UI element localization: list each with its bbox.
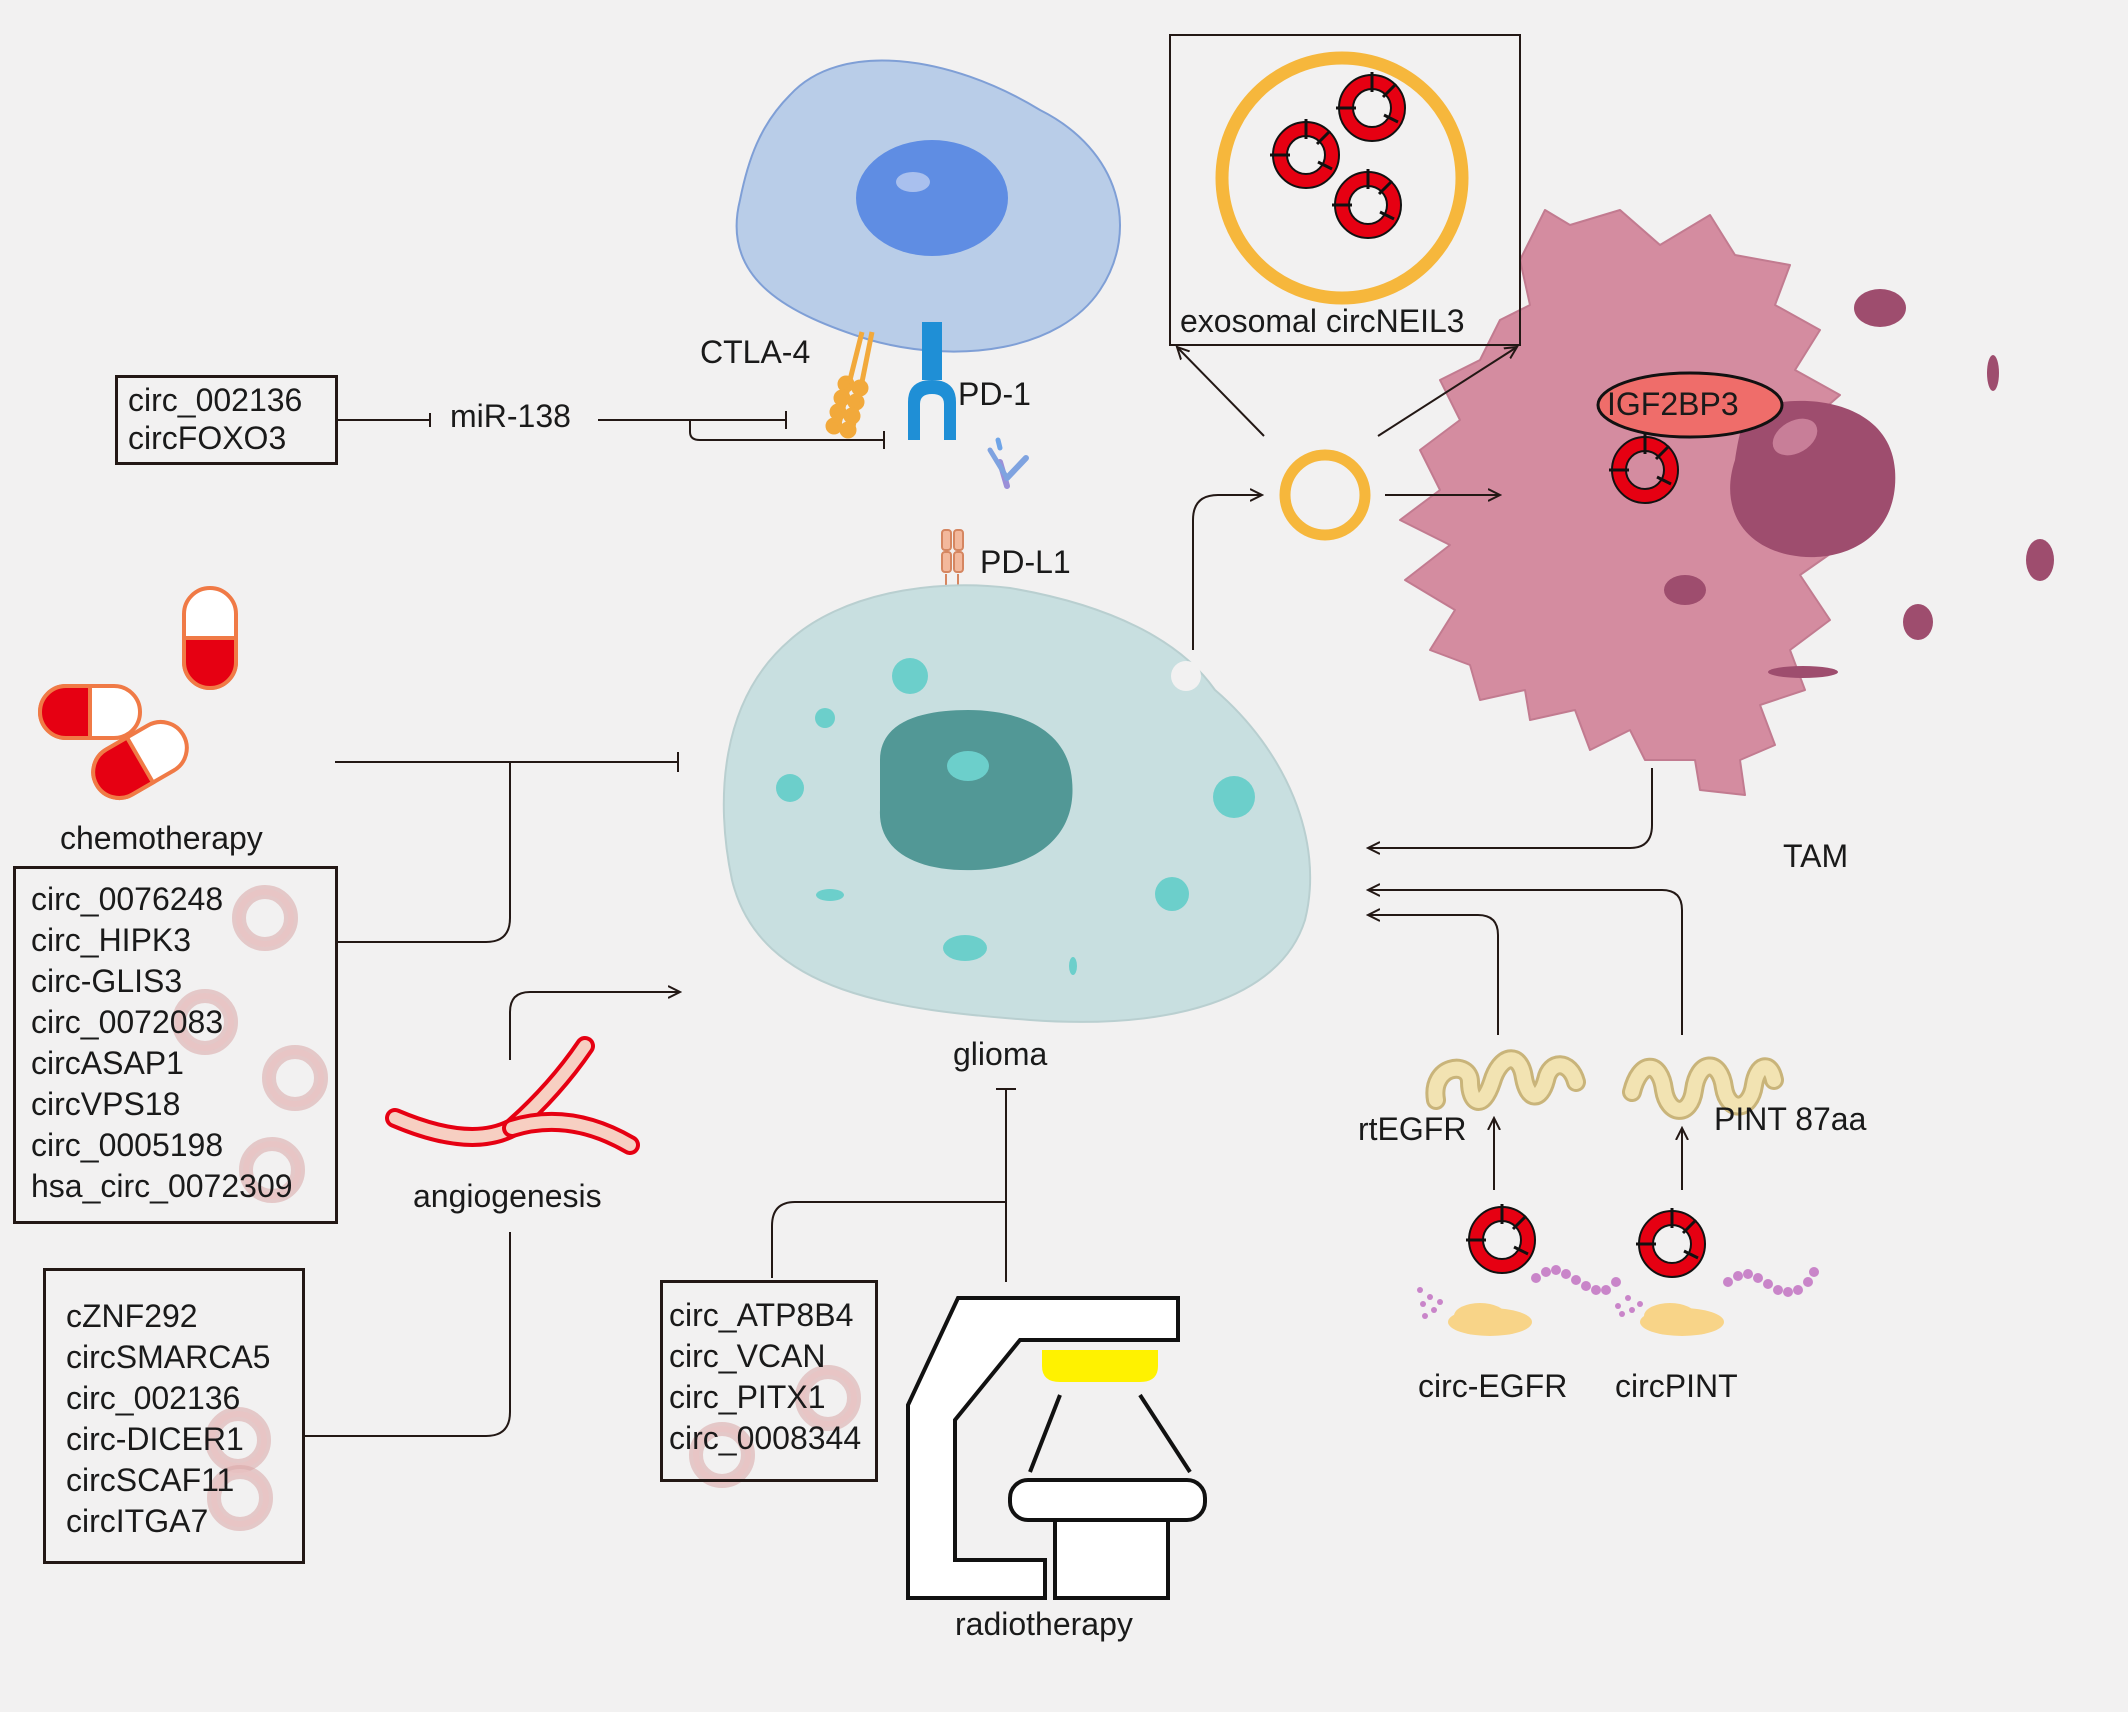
tam-nucleus bbox=[1730, 400, 1896, 558]
list-item: circSCAF11 bbox=[66, 1462, 235, 1498]
list-item: circSMARCA5 bbox=[66, 1339, 271, 1375]
pill-capsule-icon bbox=[38, 586, 238, 800]
list-item: circ_HIPK3 bbox=[31, 922, 192, 958]
pd1-label: PD-1 bbox=[958, 376, 1031, 412]
igf2bp3-protein bbox=[1596, 371, 1784, 439]
circ-rna-icon bbox=[1332, 169, 1394, 231]
circpint-label: circPINT bbox=[1615, 1368, 1738, 1404]
circ-rna-icon bbox=[1270, 119, 1332, 181]
list-item: circ_0072083 bbox=[31, 1004, 224, 1040]
list-item: circ-DICER1 bbox=[66, 1421, 244, 1457]
chemotherapy-label: chemotherapy bbox=[60, 820, 263, 856]
pdl1-label: PD-L1 bbox=[980, 544, 1071, 580]
glioma-nucleus bbox=[879, 710, 1073, 871]
circ-egfr-label: circ-EGFR bbox=[1418, 1368, 1568, 1404]
radiotherapy-machine-icon bbox=[906, 1296, 1207, 1600]
t-cell bbox=[735, 59, 1121, 353]
circ-rna-icon bbox=[1636, 1208, 1698, 1270]
peptide-chain-icon bbox=[1417, 1265, 1819, 1319]
list-item: circ_0076248 bbox=[31, 881, 224, 917]
list-item: circ-GLIS3 bbox=[31, 963, 183, 999]
connectors bbox=[305, 347, 1682, 1437]
circ-rna-icon bbox=[1336, 72, 1398, 134]
tam-label: TAM bbox=[1783, 838, 1849, 874]
chemo-circrna-box: circ_0076248 circ_HIPK3 circ-GLIS3 circ_… bbox=[13, 866, 338, 1224]
ribosome-icon bbox=[1448, 1303, 1724, 1336]
circ-rna-icon bbox=[1466, 1204, 1528, 1266]
list-item: circVPS18 bbox=[31, 1086, 181, 1122]
angiogenesis-label: angiogenesis bbox=[413, 1178, 602, 1214]
rtegfr-label: rtEGFR bbox=[1358, 1111, 1467, 1147]
pint87aa-protein-icon bbox=[1622, 1056, 1784, 1120]
antibody-icon bbox=[987, 437, 1029, 489]
list-item: hsa_circ_0072309 bbox=[31, 1168, 293, 1204]
list-item: circ_ATP8B4 bbox=[669, 1297, 854, 1333]
glioma-label: glioma bbox=[953, 1036, 1048, 1072]
exosome-icon bbox=[1215, 51, 1469, 305]
exosome-icon bbox=[1279, 449, 1371, 541]
list-item: circASAP1 bbox=[31, 1045, 184, 1081]
glioma-cell bbox=[722, 584, 1312, 1023]
exosome-label: exosomal circNEIL3 bbox=[1180, 303, 1465, 339]
pint87aa-label: PINT 87aa bbox=[1714, 1101, 1867, 1137]
rtegfr-protein-icon bbox=[1425, 1049, 1586, 1111]
tam-cell bbox=[1399, 209, 2054, 796]
igf2bp3-label: IGF2BP3 bbox=[1607, 386, 1739, 422]
list-item: circITGA7 bbox=[66, 1503, 209, 1539]
list-item: circ_002136 bbox=[66, 1380, 241, 1416]
list-item: circ_0005198 bbox=[31, 1127, 224, 1163]
pdl1-ligand bbox=[941, 529, 964, 610]
ctla4-receptor bbox=[825, 331, 875, 439]
list-item: circ_0008344 bbox=[669, 1420, 862, 1456]
list-item: circ_002136 bbox=[128, 382, 303, 418]
immune-circrna-box: circ_002136 circFOXO3 bbox=[115, 375, 338, 465]
angiogenesis-circrna-box: cZNF292 circSMARCA5 circ_002136 circ-DIC… bbox=[43, 1268, 305, 1564]
list-item: circ_VCAN bbox=[669, 1338, 826, 1374]
radiotherapy-label: radiotherapy bbox=[955, 1606, 1133, 1642]
t-cell-nucleus bbox=[856, 140, 1008, 256]
blood-vessel-icon bbox=[385, 1036, 640, 1155]
list-item: circFOXO3 bbox=[128, 420, 287, 456]
radiotherapy-circrna-box: circ_ATP8B4 circ_VCAN circ_PITX1 circ_00… bbox=[660, 1280, 878, 1482]
exosome-box bbox=[1169, 34, 1521, 346]
list-item: cZNF292 bbox=[66, 1298, 198, 1334]
mir138-label: miR-138 bbox=[450, 398, 571, 434]
ctla4-label: CTLA-4 bbox=[700, 334, 811, 370]
pd1-receptor bbox=[908, 322, 956, 440]
list-item: circ_PITX1 bbox=[669, 1379, 826, 1415]
